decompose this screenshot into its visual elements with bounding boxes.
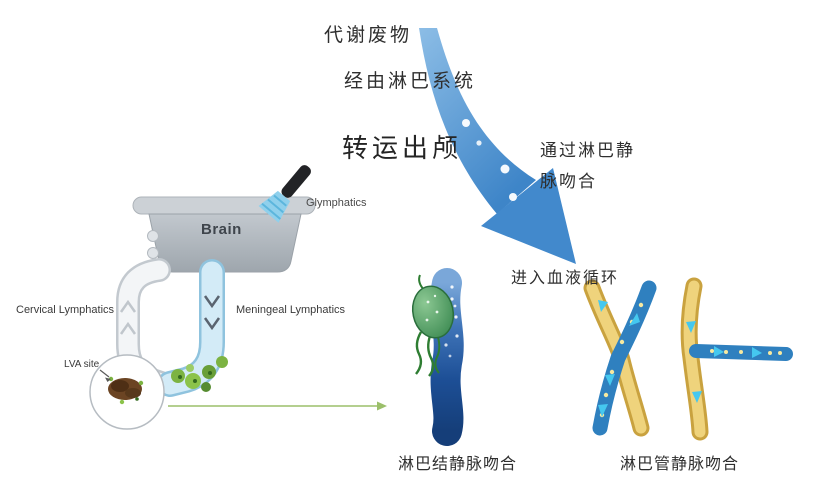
sink-hole — [147, 230, 159, 242]
flow-arrow-icon — [686, 321, 696, 333]
label-cervical-lymphatics: Cervical Lymphatics — [16, 304, 115, 316]
flow-arrow-icon — [598, 404, 608, 417]
green-flow-arrow — [168, 401, 387, 411]
flow-arrow-icon — [629, 313, 640, 326]
label-lva-site: LVA site — [64, 359, 100, 370]
label-meningeal-lymphatics: Meningeal Lymphatics — [236, 304, 346, 316]
up-arrow-icon — [119, 299, 137, 335]
lymph-node-vein-illustration — [411, 268, 464, 446]
label-transported-out-of-skull: 转运出颅 — [342, 134, 463, 163]
flow-arrow-icon — [692, 391, 702, 403]
brain-sink-illustration — [89, 165, 316, 430]
caption-lymphatic-vessel-venous-anastomosis: 淋巴管静脉吻合 — [620, 456, 740, 473]
lva-pointer-icon — [99, 369, 111, 382]
flow-arrow-icon — [752, 347, 762, 358]
lva-site-circle — [89, 354, 165, 430]
flow-arrow-icon — [598, 300, 608, 312]
label-metabolic-waste: 代谢废物 — [324, 25, 413, 46]
label-glymphatics: Glymphatics — [306, 197, 367, 209]
brush-icon — [258, 165, 311, 223]
vessel-anastomosis-branch — [680, 277, 793, 441]
label-brain: Brain — [201, 221, 242, 238]
label-via-lva-line1: 通过淋巴静 — [540, 141, 635, 160]
label-via-lymphovenous-anastomosis: 通过淋巴静 脉吻合 — [540, 136, 650, 197]
flow-swoosh-arrow — [419, 28, 576, 264]
flow-arrow-icon — [605, 374, 615, 386]
caption-lymph-node-venous-anastomosis: 淋巴结静脉吻合 — [398, 456, 518, 473]
waste-debris — [171, 356, 228, 392]
flow-arrow-icon — [714, 346, 724, 357]
label-via-lva-line2: 脉吻合 — [540, 171, 597, 191]
down-arrow-icon — [203, 295, 221, 331]
label-enter-blood-circulation: 进入血液循环 — [511, 270, 620, 287]
vessel-anastomosis-cross — [583, 279, 657, 437]
sink-hole — [147, 247, 159, 259]
label-via-lymphatic-system: 经由淋巴系统 — [344, 71, 477, 92]
lymph-node — [411, 274, 455, 377]
